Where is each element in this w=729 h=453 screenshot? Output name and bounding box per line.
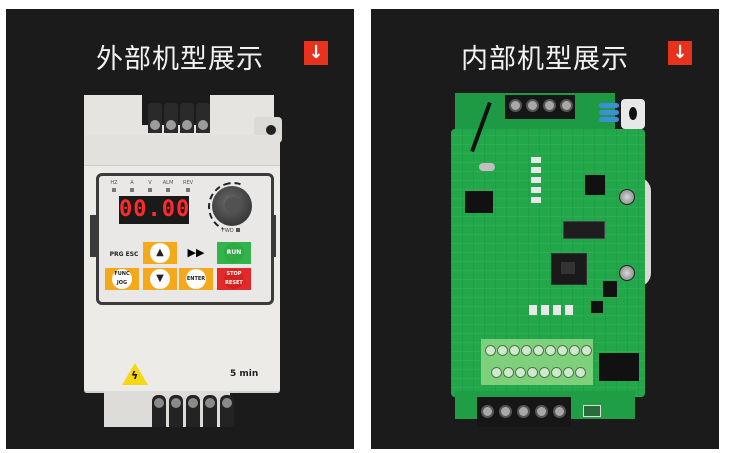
speed-knob[interactable] [212, 186, 252, 226]
bottom-terminal-screw [220, 395, 234, 427]
pin-header [563, 221, 605, 239]
panel-title: 内部机型展示 [461, 44, 629, 75]
smd-component [531, 177, 541, 183]
side-clip [90, 215, 100, 257]
electrolytic-capacitor [619, 265, 635, 281]
smd-component [531, 187, 541, 193]
smd-component [531, 167, 541, 173]
indicator-a: A [123, 180, 141, 192]
control-terminal-block [481, 339, 593, 385]
top-terminal-screw [164, 103, 178, 133]
rj45-port [551, 253, 587, 285]
indicator-v: V [141, 180, 159, 192]
microcontroller-chip [585, 175, 605, 195]
internal-model-panel: 内部机型展示 ↓ [371, 9, 719, 449]
smd-component [531, 197, 541, 203]
power-terminal-block [505, 95, 575, 119]
electrolytic-capacitor [619, 189, 635, 205]
arrow-down-icon[interactable]: ↓ [304, 41, 328, 65]
mounting-bracket [621, 99, 645, 129]
smd-component [583, 405, 601, 417]
high-voltage-warning-icon: ϟ [122, 363, 148, 385]
indicator-row: HZ A V ALM REV [105, 180, 205, 196]
top-terminal-screw [148, 103, 162, 133]
regulator-chip [603, 281, 617, 297]
panel-title: 外部机型展示 [96, 44, 264, 75]
top-terminal-screw [196, 103, 210, 133]
crystal-oscillator [479, 163, 495, 171]
arrow-down-icon[interactable]: ↓ [668, 41, 692, 65]
keypad-panel: HZ A V ALM REV 00.00 FWD PRG ESC ▲ ▶▶ RU… [96, 173, 274, 305]
inverter-image: HZ A V ALM REV 00.00 FWD PRG ESC ▲ ▶▶ RU… [84, 95, 282, 427]
smd-component [541, 305, 549, 315]
indicator-alm: ALM [159, 180, 177, 192]
smd-component [553, 305, 561, 315]
smd-component [565, 305, 573, 315]
down-key[interactable]: ▼ [143, 268, 177, 290]
bottom-terminal-screw [203, 395, 217, 427]
ic-chip [591, 301, 603, 313]
indicator-rev: REV [179, 180, 197, 192]
filter-capacitors [599, 103, 619, 125]
pcb-image [451, 91, 651, 441]
indicator-hz: HZ [105, 180, 123, 192]
seven-segment-display: 00.00 [119, 196, 191, 224]
up-key[interactable]: ▲ [143, 242, 177, 264]
output-terminal-block [477, 397, 571, 427]
run-key[interactable]: RUN [217, 242, 251, 264]
func-jog-key[interactable]: FUNC JOG [105, 268, 139, 290]
bottom-terminal-screw [186, 395, 200, 427]
fwd-indicator: FWD [222, 228, 240, 234]
bottom-terminal-screw [169, 395, 183, 427]
external-model-panel: 外部机型展示 ↓ HZ A V ALM REV 00.00 FWD PRG ES… [6, 9, 354, 449]
top-terminal-screw [180, 103, 194, 133]
smd-component [531, 157, 541, 163]
bottom-terminal-screw [152, 395, 166, 427]
ic-chip [465, 191, 493, 213]
relay [599, 353, 639, 381]
enter-key[interactable]: ENTER [179, 268, 213, 290]
stop-reset-key[interactable]: STOP RESET [217, 268, 251, 290]
prg-esc-key[interactable]: PRG ESC [109, 251, 139, 258]
discharge-time-label: 5 min [230, 369, 259, 379]
forward-key[interactable]: ▶▶ [187, 246, 205, 259]
smd-component [529, 305, 537, 315]
inverter-band [84, 135, 280, 166]
